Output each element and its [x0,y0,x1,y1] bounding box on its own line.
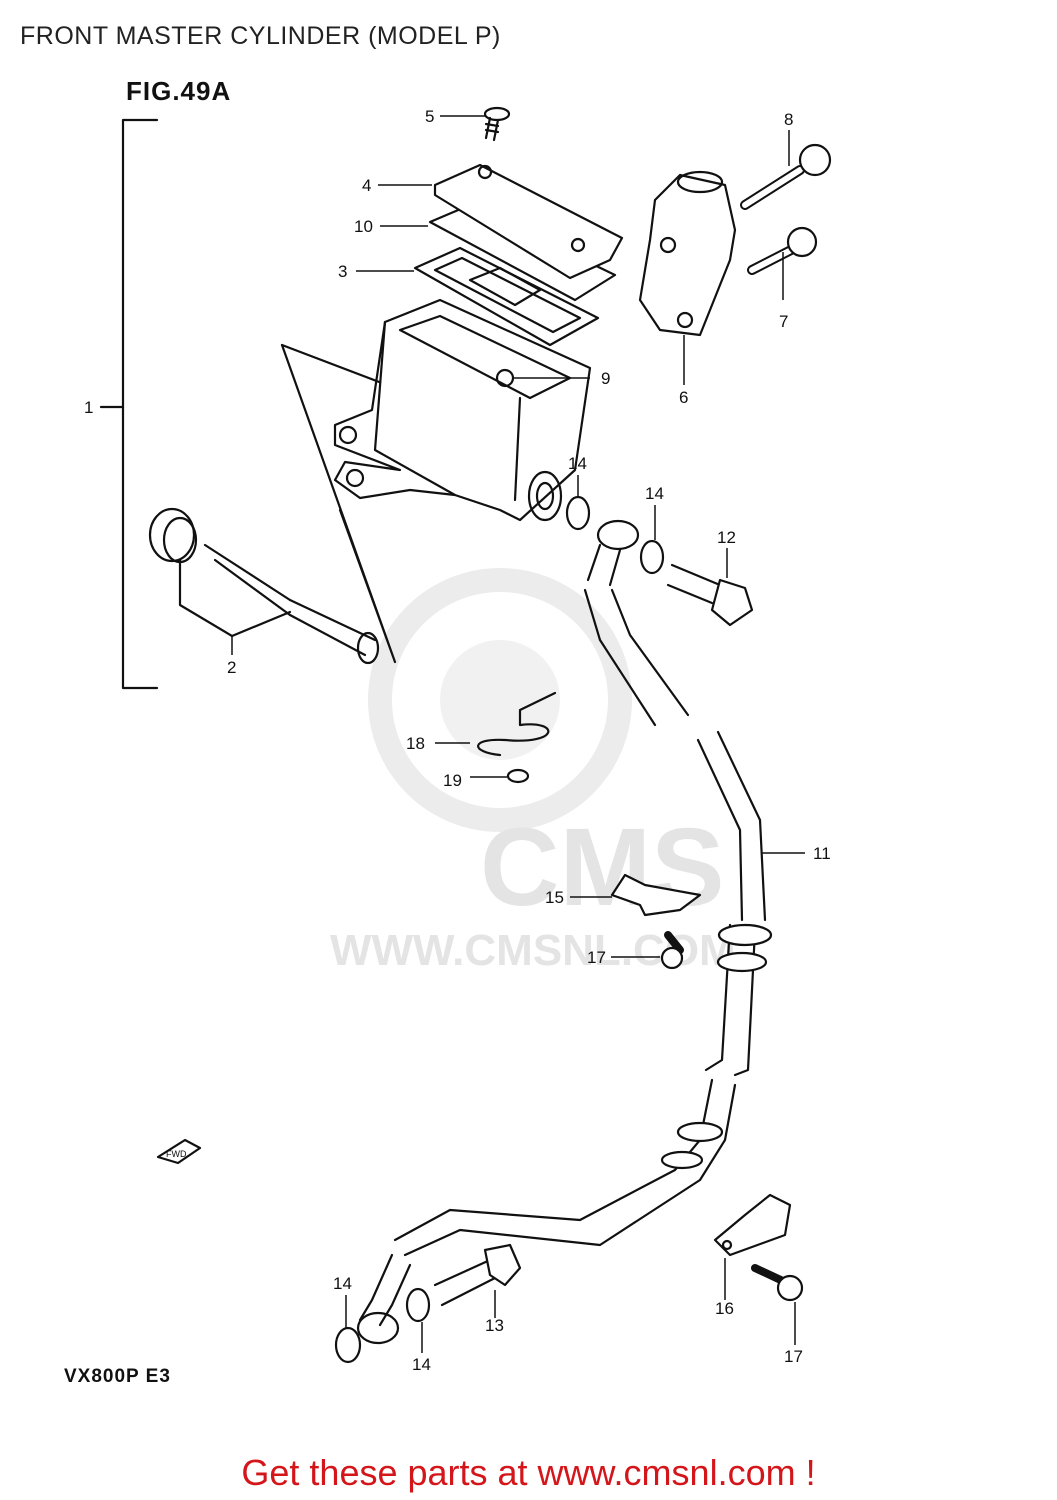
small-washer [506,768,530,784]
holder-bolt-upper [740,143,832,210]
callout-9: 9 [601,369,610,388]
figure-label: FIG.49A [126,76,232,106]
callout-14c: 14 [333,1274,352,1293]
callout-13: 13 [485,1316,504,1335]
callout-18: 18 [406,734,425,753]
union-bolt-lower [433,1243,522,1307]
callout-17a: 17 [587,948,606,967]
callout-7: 7 [779,312,788,331]
piston-set [148,507,380,665]
callouts: 1 2 3 4 5 6 7 8 9 10 11 12 13 14 14 14 1… [84,107,831,1374]
fwd-arrow [156,1138,202,1165]
clamp-bolt-a [660,931,684,970]
brake-hose [356,519,773,1345]
callout-17b: 17 [784,1347,803,1366]
page-title: FRONT MASTER CYLINDER (MODEL P) [20,22,501,50]
callout-11: 11 [813,844,831,863]
sealing-washer-d [405,1287,431,1323]
clamp-bolt-b [751,1264,804,1302]
clip-spring [477,691,557,757]
hose-clamp [610,873,702,917]
callout-14b: 14 [645,484,664,503]
callout-5: 5 [425,107,434,126]
diaphragm-plate [413,246,600,347]
group-triangle [280,343,397,664]
watermark: CMS WWW.CMSNL.COM [330,568,736,975]
fwd-label: FWD [166,1149,187,1159]
cap-screw [483,106,511,142]
callout-19: 19 [443,771,462,790]
footer-link[interactable]: Get these parts at www.cmsnl.com ! [241,1452,816,1493]
callout-10: 10 [354,217,373,236]
callout-15: 15 [545,888,564,907]
callout-8: 8 [784,110,793,129]
hose-guide [713,1193,792,1257]
callout-16: 16 [715,1299,734,1318]
sealing-washer-b [639,539,665,575]
callout-4: 4 [362,176,371,195]
callout-6: 6 [679,388,688,407]
sealing-washer-a [565,495,591,531]
callout-1: 1 [84,398,93,417]
holder-bolt-lower [747,226,818,275]
callout-3: 3 [338,262,347,281]
watermark-brand: CMS [480,806,724,929]
callout-2: 2 [227,658,236,677]
callout-14d: 14 [412,1355,431,1374]
callout-12: 12 [717,528,736,547]
handlebar-holder [638,170,737,337]
assembly-bracket [121,118,159,690]
union-bolt-upper [666,563,754,627]
sealing-washer-c [334,1326,362,1364]
reservoir-cap [433,163,624,280]
callout-14a: 14 [568,454,587,473]
model-code: VX800P E3 [64,1366,171,1387]
